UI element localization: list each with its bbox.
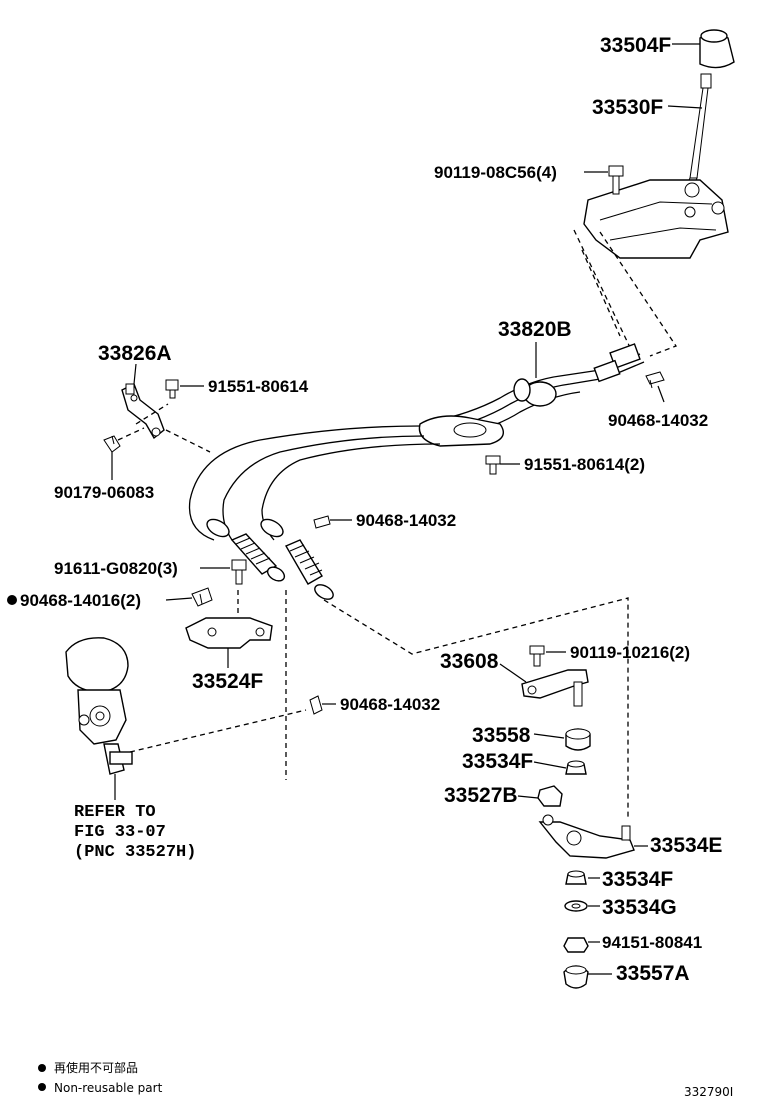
bolt-33608-graphic <box>529 645 545 667</box>
bushing-33558-graphic <box>565 728 591 751</box>
legend-bullet-icon <box>38 1083 46 1091</box>
lever-33534e-graphic <box>538 814 635 859</box>
dashed-link <box>573 229 637 361</box>
lever-33608-graphic <box>521 669 589 707</box>
bushing-33534f-b-graphic <box>565 870 587 885</box>
bolt-bracket-graphic <box>231 559 247 585</box>
shifter-base-graphic <box>583 179 729 259</box>
label-bushing-33534f-b: 33534F <box>602 868 673 891</box>
clip-center-graphic <box>313 515 331 529</box>
clip-right-graphic <box>645 371 665 389</box>
label-retainer-33527b: 33527B <box>444 784 518 807</box>
label-clip-left: 90179-06083 <box>54 483 154 502</box>
label-shift-knob: 33504F <box>600 34 671 57</box>
shift-knob-graphic <box>699 29 735 69</box>
bushing-33534f-graphic <box>565 760 587 775</box>
leader-line <box>133 363 137 385</box>
label-lever-33534e: 33534E <box>650 834 722 857</box>
legend-line-2: Non-reusable part <box>54 1081 163 1095</box>
cable-assembly-graphic <box>188 343 645 600</box>
dashed-link <box>129 709 307 753</box>
label-nut-94151: 94151-80841 <box>602 933 702 952</box>
bolt-mid-right-graphic <box>485 455 501 475</box>
bracket-lower-graphic <box>185 617 273 649</box>
label-clip-nonreusable: 90468-14016(2) <box>20 591 141 610</box>
label-bracket-left: 33826A <box>98 342 172 365</box>
label-washer-33534g: 33534G <box>602 896 677 919</box>
label-lever-33608: 33608 <box>440 650 499 673</box>
bracket-left-graphic <box>121 383 165 440</box>
clip-lower-graphic <box>309 695 323 715</box>
label-bracket-lower: 33524F <box>192 670 263 693</box>
nut-94151-graphic <box>563 937 589 953</box>
figure-id: 332790I <box>684 1085 733 1099</box>
legend-line-1: 再使用不可部品 <box>54 1060 138 1075</box>
bolt-top-graphic <box>608 165 624 195</box>
leader-line <box>533 733 565 739</box>
label-clip-lower: 90468-14032 <box>340 695 440 714</box>
bolt-left-graphic <box>165 379 179 399</box>
label-clip-center: 90468-14032 <box>356 511 456 530</box>
label-clip-right: 90468-14032 <box>608 411 708 430</box>
label-cable-assy: 33820B <box>498 318 572 341</box>
leader-line <box>533 761 567 769</box>
label-bushing-33534f-a: 33534F <box>462 750 533 773</box>
label-bolt-left: 91551-80614 <box>208 377 309 396</box>
label-bolt-bracket: 91611-G0820(3) <box>54 559 178 578</box>
bushing-33557a-graphic <box>563 965 589 989</box>
leader-line <box>667 105 703 109</box>
leader-line <box>165 597 193 601</box>
retainer-33527b-graphic <box>537 785 563 807</box>
label-shift-lever: 33530F <box>592 96 663 119</box>
refer-line-3: (PNC 33527H) <box>74 843 196 862</box>
label-bolt-33608: 90119-10216(2) <box>570 643 690 662</box>
washer-33534g-graphic <box>564 900 588 912</box>
non-reusable-marker-icon <box>7 595 17 605</box>
label-bolt-mid-right: 91551-80614(2) <box>524 455 645 474</box>
dashed-link <box>165 429 211 453</box>
label-bushing-33558: 33558 <box>472 724 531 747</box>
leader-line <box>657 385 665 403</box>
dashed-link <box>117 427 145 441</box>
leader-line <box>517 795 539 799</box>
dashed-link <box>581 231 677 357</box>
refer-line-2: FIG 33-07 <box>74 823 166 842</box>
refer-line-1: REFER TO <box>74 803 156 822</box>
clip-nonreusable-graphic <box>191 587 213 607</box>
dashed-link <box>135 403 169 425</box>
transmission-lever-assembly-graphic <box>65 637 133 800</box>
clip-left-graphic <box>103 435 121 453</box>
leader-line <box>499 663 527 683</box>
legend-bullet-icon <box>38 1064 46 1072</box>
label-bolt-top: 90119-08C56(4) <box>434 163 557 182</box>
label-bushing-33557a: 33557A <box>616 962 690 985</box>
